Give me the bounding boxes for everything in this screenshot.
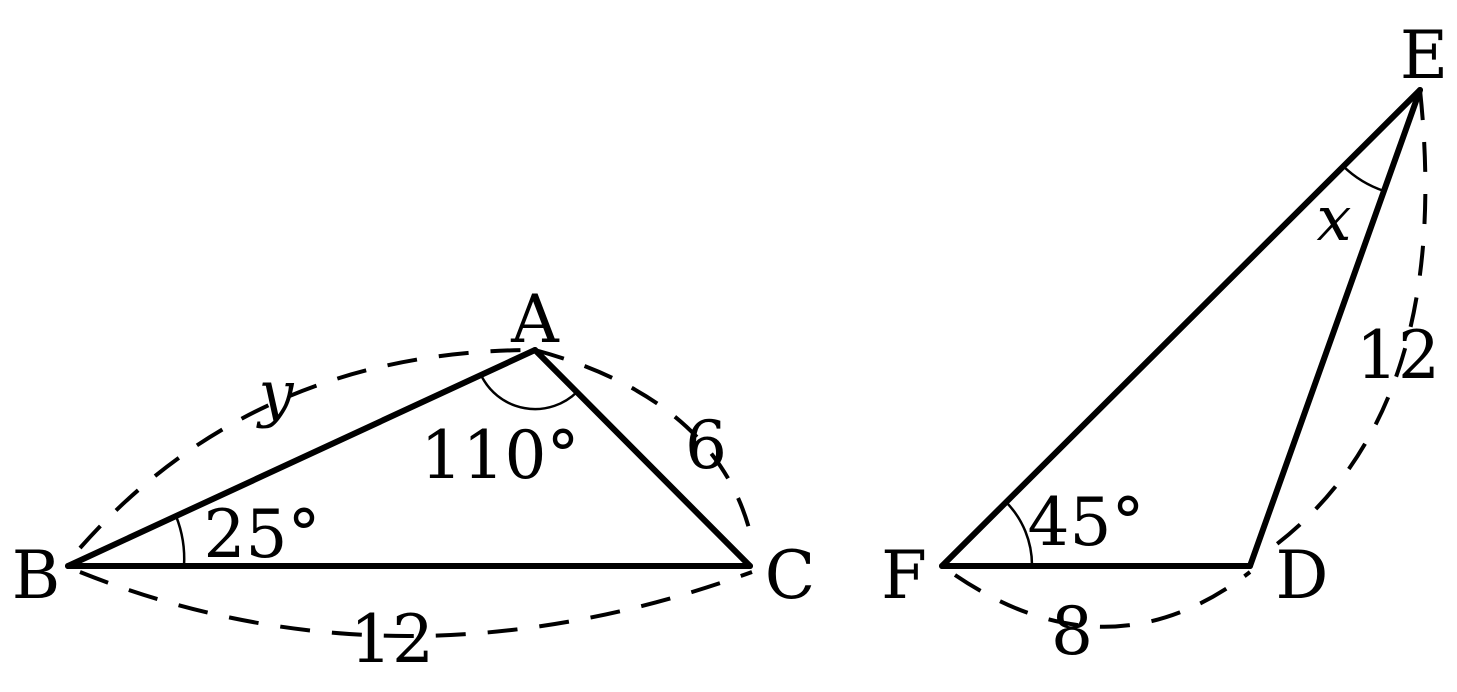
angle-label-f: 45°: [1028, 484, 1145, 561]
angle-arc-a: [479, 374, 578, 411]
vertex-label-a: A: [510, 281, 560, 358]
angle-label-a: 110°: [421, 417, 580, 494]
side-label-de: 12: [1356, 317, 1440, 394]
dashed-arc-ab: [78, 348, 536, 550]
angle-label-e: x: [1317, 182, 1352, 255]
dashed-arc-bc: [79, 570, 753, 638]
angle-label-b: 25°: [204, 496, 321, 573]
vertex-label-e: E: [1400, 17, 1448, 94]
side-label-fd: 8: [1051, 593, 1093, 670]
angle-arc-b: [174, 515, 186, 567]
vertex-label-d: D: [1276, 537, 1329, 614]
triangle-abc: A B C y 6 12 110° 25°: [12, 281, 816, 678]
dashed-arc-de: [1260, 89, 1428, 557]
side-label-bc: 12: [350, 601, 434, 678]
side-label-ab: y: [255, 357, 294, 430]
triangle-def: E F D 8 12 45° x: [881, 17, 1448, 670]
edge-ab: [65, 347, 538, 569]
edge-fe: [939, 87, 1423, 569]
angle-arc-f: [1005, 501, 1034, 567]
side-label-ac: 6: [685, 407, 727, 484]
dashed-arc-fd: [953, 570, 1252, 629]
dashed-arc-ac: [534, 348, 754, 541]
vertex-label-f: F: [881, 537, 927, 614]
angle-arc-e: [1342, 165, 1385, 193]
edge-de: [1247, 87, 1423, 569]
edge-ac: [532, 347, 753, 569]
vertex-label-b: B: [12, 537, 61, 614]
vertex-label-c: C: [765, 537, 816, 614]
